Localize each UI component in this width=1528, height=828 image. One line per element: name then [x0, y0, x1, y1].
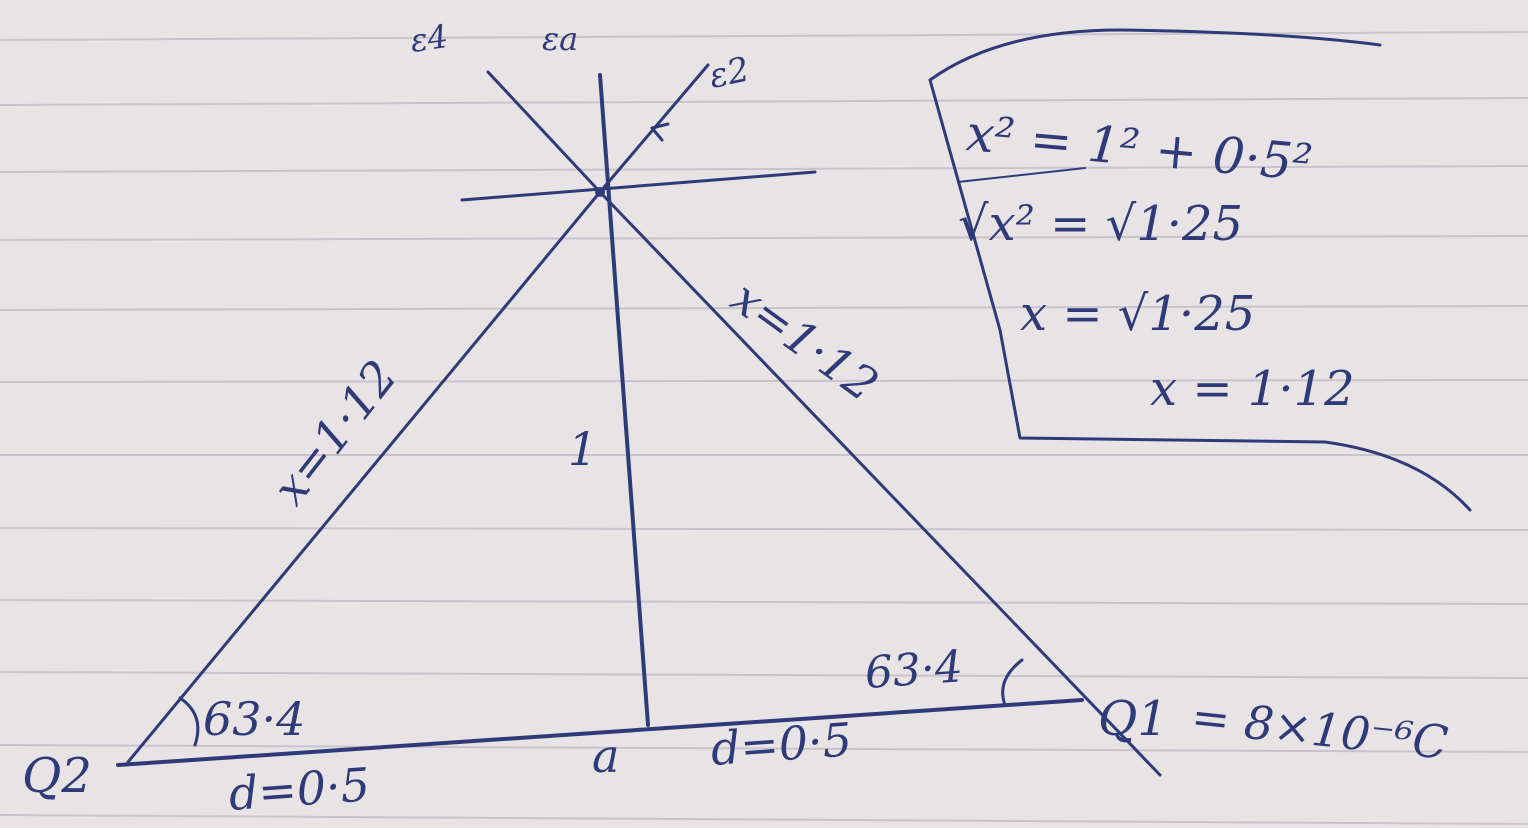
- field-label-e2: ε2: [706, 49, 753, 96]
- label-charge-q2: Q2: [22, 748, 92, 804]
- calc-line-4: x = 1·12: [1150, 361, 1355, 417]
- field-arrow-e2: [650, 122, 670, 142]
- label-angle-right: 63·4: [863, 641, 964, 699]
- ruled-lines: [0, 31, 1528, 825]
- right-hypotenuse-line: [598, 190, 1162, 777]
- label-charge-q1: Q1: [1098, 691, 1168, 747]
- calc-line-3: x = √1·25: [1020, 286, 1255, 342]
- calculation-box-outline: [928, 28, 1472, 512]
- field-label-e4: ε4: [408, 17, 450, 60]
- field-label-ea: εa: [542, 20, 578, 58]
- label-half-base-left: d=0·5: [227, 757, 372, 821]
- vertex-point: [595, 187, 605, 197]
- angle-arc-right: [1001, 658, 1024, 707]
- horizontal-field-line: [460, 170, 817, 202]
- label-height: 1: [568, 422, 597, 476]
- underline-mark: [957, 167, 1086, 183]
- base-line: [116, 698, 1084, 767]
- label-half-base-right: d=0·5: [709, 712, 854, 776]
- left-hypotenuse-line: [126, 190, 602, 764]
- triangle-diagram: [116, 63, 1162, 777]
- label-charge-q1-value: = 8×10⁻⁶C: [1189, 689, 1451, 770]
- label-right-hypotenuse: x=1·12: [722, 270, 889, 412]
- label-angle-left: 63·4: [203, 692, 305, 746]
- angle-arc-left: [178, 696, 200, 747]
- label-left-hypotenuse: x=1·12: [262, 350, 407, 515]
- field-line-e4: [486, 70, 602, 194]
- calc-line-2: √x² = √1·25: [958, 196, 1243, 252]
- height-line: [598, 73, 650, 727]
- label-midpoint-a: a: [592, 729, 619, 783]
- calc-line-1: x² = 1² + 0·5²: [964, 104, 1315, 192]
